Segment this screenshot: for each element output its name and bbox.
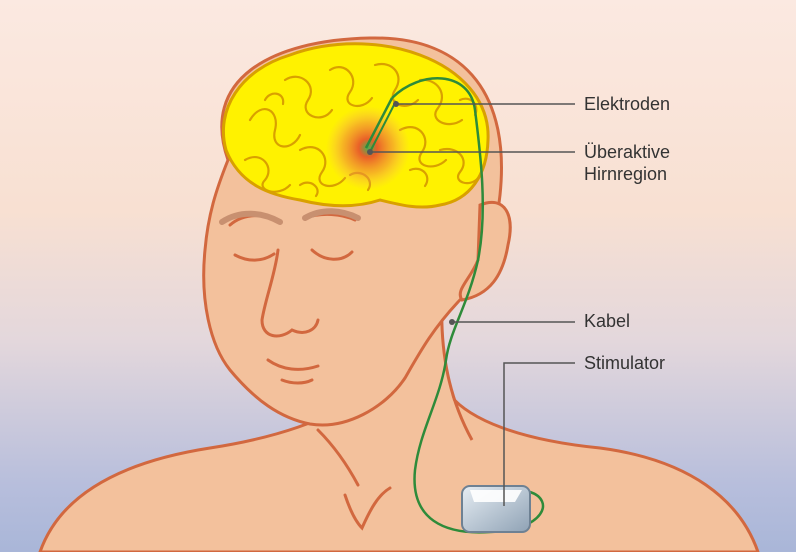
cable-label: Kabel <box>584 310 630 332</box>
stimulator-label: Stimulator <box>584 352 665 374</box>
anchor-cable <box>449 319 455 325</box>
overactive-region-label-line1: Überaktive <box>584 141 670 163</box>
anchor-electrodes <box>393 101 399 107</box>
stimulator-device-icon <box>462 486 530 532</box>
electrodes-label: Elektroden <box>584 93 670 115</box>
anchor-region <box>367 149 373 155</box>
overactive-region-label: Überaktive Hirnregion <box>584 141 670 185</box>
overactive-region-glow <box>326 106 410 190</box>
overactive-region-label-line2: Hirnregion <box>584 163 670 185</box>
